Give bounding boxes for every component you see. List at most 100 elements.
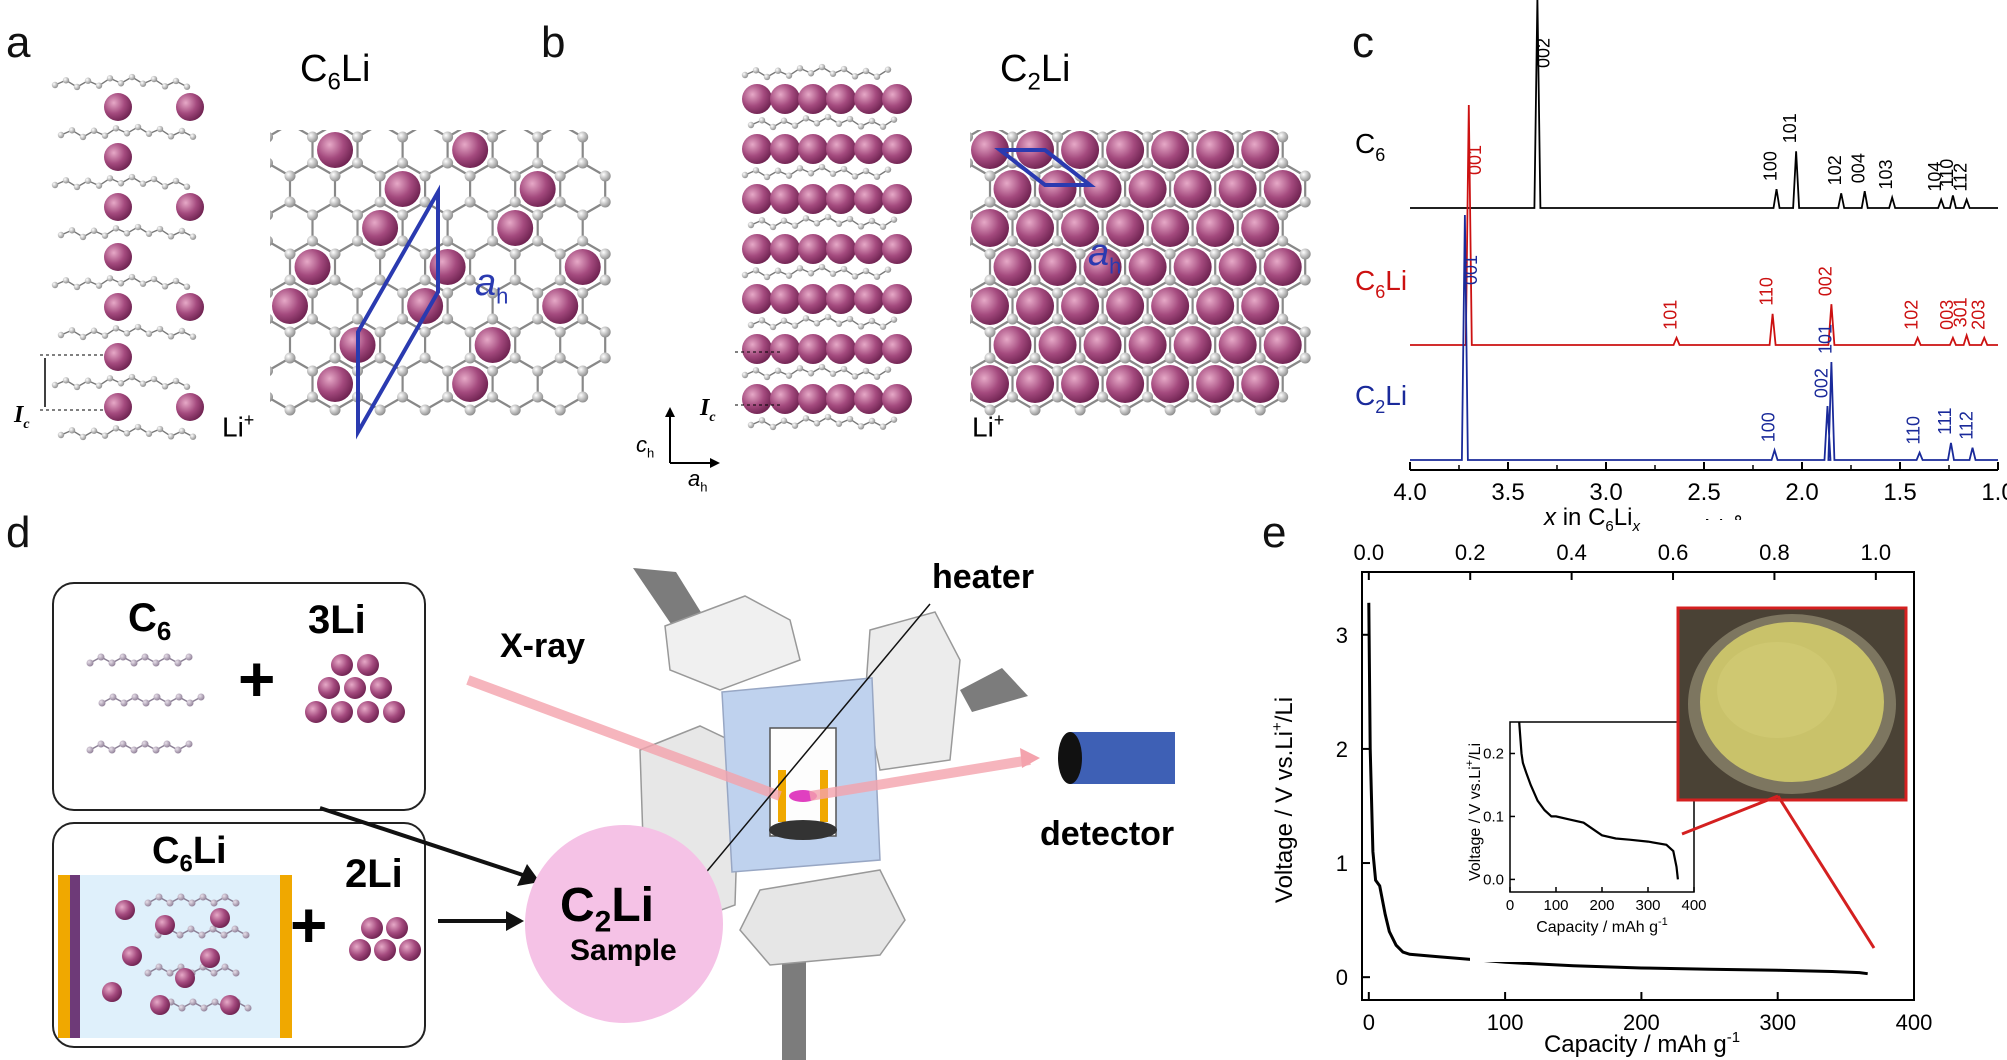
inset-x-tick-label: 200 [1589, 897, 1614, 914]
graphene-layer [57, 423, 197, 441]
panel-d: C6 + 3Li C6Li + 2Li C2Li Sample X-ray he… [0, 500, 1260, 1060]
carbon-atom [1299, 248, 1311, 260]
li-atom [175, 968, 195, 988]
carbon-atom [73, 83, 81, 91]
peak-label: 110 [1937, 159, 1957, 188]
carbon-atom [554, 404, 566, 416]
li-atom [882, 84, 912, 114]
carbon-atom [873, 73, 881, 80]
carbon-atom [442, 365, 454, 377]
li-atom [826, 84, 856, 114]
carbon-atom [79, 433, 87, 441]
carbon-atom [829, 70, 837, 77]
carbon-atom [139, 280, 147, 287]
voltage-curve [1367, 602, 1868, 976]
carbon-atom [57, 231, 65, 239]
carbon-atom [284, 170, 296, 182]
carbon-atom [785, 372, 793, 379]
peak-label: 111 [1935, 407, 1955, 434]
carbon-atom [554, 196, 566, 208]
peak-label: 110 [1904, 416, 1924, 445]
li-atom [1106, 131, 1145, 169]
carbon-atom [599, 326, 611, 338]
inset-x-axis-label: Capacity / mAh g-1 [1536, 916, 1668, 936]
heater-base [769, 820, 837, 840]
carbon-atom [112, 425, 120, 432]
carbon-atom [221, 893, 229, 901]
panel-letter-d: d [6, 508, 31, 557]
carbon-atom [221, 963, 229, 971]
carbon-atom [1254, 404, 1266, 416]
li-atom [742, 184, 772, 214]
li-atom [150, 995, 170, 1015]
carbon-atom [139, 80, 147, 87]
carbon-atom [780, 217, 788, 224]
carbon-atom [73, 283, 81, 291]
carbon-atom [851, 173, 859, 180]
li-atom [798, 284, 828, 314]
li-atom [429, 249, 466, 285]
carbon-atom [174, 746, 182, 754]
carbon-atom [270, 288, 273, 298]
carbon-atom [1209, 352, 1221, 364]
li-atom [176, 93, 204, 121]
carbon-atom [1209, 326, 1221, 338]
carbon-atom [86, 659, 94, 667]
carbon-atom [186, 699, 194, 707]
carbon-atom [763, 273, 771, 281]
carbon-atom [156, 225, 164, 233]
carbon-atom [1074, 248, 1086, 260]
carbon-atom [851, 273, 859, 280]
li-atom [971, 287, 1009, 325]
carbon-atom [329, 248, 341, 260]
carbon-atom [509, 170, 521, 182]
li-atom [305, 701, 327, 723]
graphene-layer [57, 223, 197, 241]
carbon-atom [554, 274, 566, 286]
carbon-atom [1187, 157, 1199, 169]
carbon-atom [532, 131, 544, 143]
carbon-atom [145, 430, 153, 437]
li-atom [317, 132, 354, 168]
carbon-atom [141, 740, 149, 748]
carbon-atom [183, 83, 191, 90]
li-atom [770, 234, 800, 264]
li-atom [1106, 365, 1145, 403]
carbon-atom [780, 117, 788, 124]
carbon-atom [840, 365, 848, 373]
carbon-atom [532, 365, 544, 377]
sample-word: Sample [570, 934, 677, 967]
carbon-atom [352, 157, 363, 169]
carbon-atom [813, 220, 821, 227]
carbon-atom [419, 248, 431, 260]
li-atom [798, 184, 828, 214]
carbon-atom [1119, 196, 1131, 208]
carbon-atom [62, 177, 70, 184]
li-atom [1263, 326, 1302, 364]
carbon-atom [1007, 287, 1018, 299]
carbon-atom [464, 404, 476, 416]
carbon-atom [130, 746, 138, 754]
carbon-atom [232, 969, 240, 977]
li-atom [1128, 248, 1167, 286]
li-atom [770, 84, 800, 114]
carbon-atom [167, 233, 175, 240]
li-atom [318, 677, 340, 699]
inset-x-tick-label: 0 [1506, 897, 1514, 914]
carbon-atom [161, 83, 169, 90]
carbon-atom [1119, 170, 1131, 182]
graphene-layer [747, 313, 898, 331]
carbon-atom [509, 326, 521, 338]
top-tick-label: 0.6 [1658, 540, 1689, 565]
carbon-atom [884, 166, 892, 173]
carbon-atom [329, 404, 341, 416]
tspan: + [1269, 722, 1286, 731]
carbon-atom [873, 273, 881, 280]
carbon-atom [835, 120, 843, 127]
arrow-line [319, 806, 533, 880]
li-atom [294, 249, 331, 285]
carbon-atom [890, 116, 898, 123]
carbon-atom [599, 352, 611, 364]
carbon-atom [134, 223, 142, 231]
top-axis-label: x in C6Lix [1543, 504, 1640, 535]
